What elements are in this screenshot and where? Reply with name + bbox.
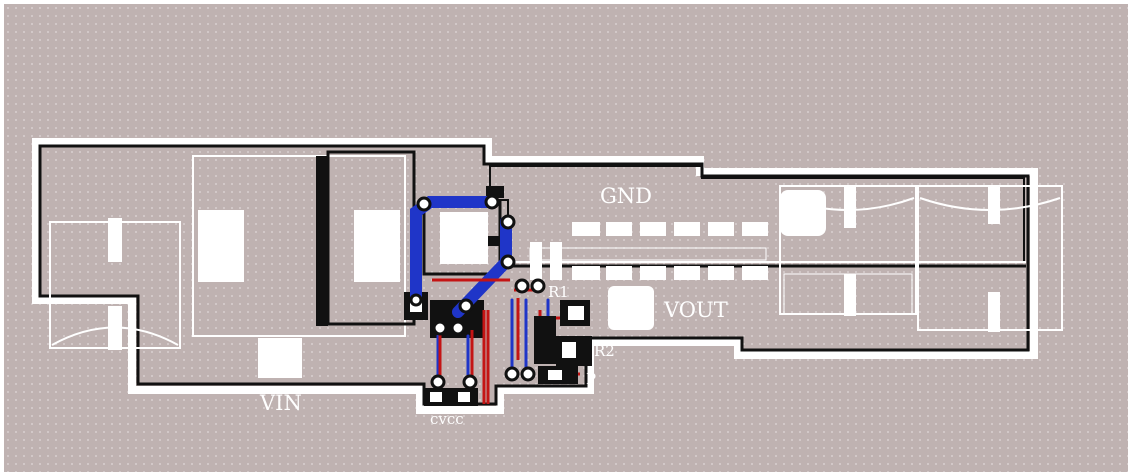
inductor-outline: [192, 155, 406, 337]
via: [450, 320, 466, 336]
cap-label: P: [586, 370, 596, 388]
feedback-block: [534, 316, 556, 364]
output-pad-2: [988, 186, 1000, 224]
vias: [409, 194, 546, 390]
via: [432, 320, 448, 336]
cvcc-pad-left: [430, 392, 442, 402]
ic-thermal-pad: [440, 212, 488, 264]
inductor-pad-right: [354, 210, 400, 282]
via: [430, 374, 446, 390]
cvcc-pad-right: [458, 392, 470, 402]
input-cap-pad-bottom: [108, 306, 122, 350]
cvcc-label: cvcc: [430, 410, 464, 428]
via: [409, 293, 423, 307]
output-cap-lower-outline: [783, 273, 913, 315]
via: [500, 254, 516, 270]
vout-label: VOUT: [663, 298, 728, 322]
via: [504, 366, 520, 382]
via: [514, 278, 530, 294]
gnd-pad-row: [529, 222, 768, 280]
via: [416, 196, 432, 212]
ic-pin-pad-b: [488, 236, 502, 246]
output-pad-3: [844, 274, 856, 316]
inductor-pad-left: [198, 210, 244, 282]
vin-pad: [258, 338, 302, 378]
via: [530, 278, 546, 294]
via: [484, 194, 500, 210]
vout-pad: [608, 286, 654, 330]
r1-pad: [568, 306, 584, 320]
input-cap-pad-top: [108, 218, 122, 262]
output-pad-4: [988, 292, 1000, 332]
via: [520, 366, 536, 382]
r2-pad: [562, 342, 576, 358]
gnd-label: GND: [600, 184, 652, 208]
via: [462, 374, 478, 390]
via: [458, 298, 474, 314]
r1-label: R1: [548, 283, 569, 301]
vin-label: VIN: [259, 391, 302, 415]
r2-label: R2: [594, 342, 615, 360]
via: [500, 214, 516, 230]
switch-node-fill-bar: [316, 156, 328, 326]
cap-pad: [548, 370, 562, 380]
output-pad-1: [844, 186, 856, 228]
output-pad-square: [780, 190, 826, 236]
